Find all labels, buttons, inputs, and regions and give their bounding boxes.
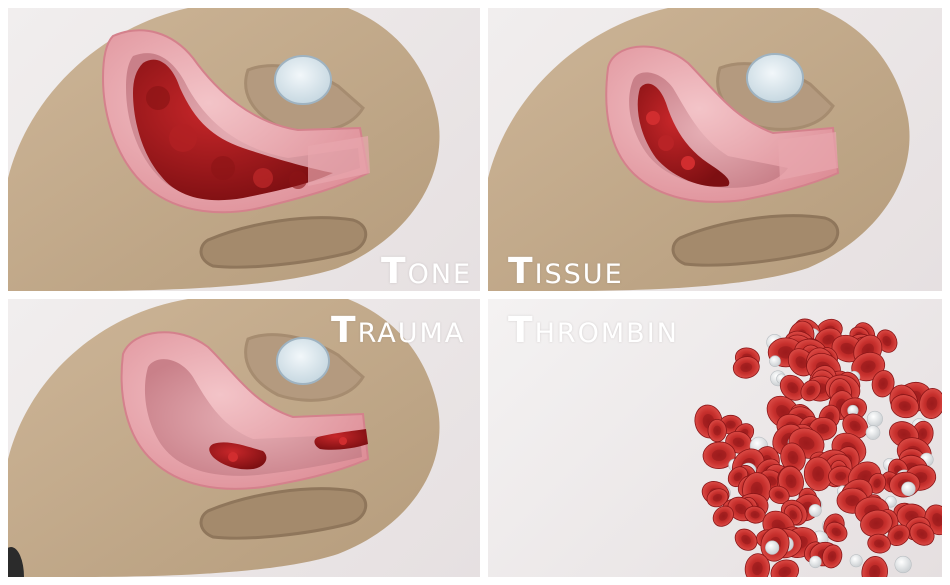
platelet (809, 504, 821, 516)
platelet (765, 541, 779, 555)
platelet (895, 556, 912, 573)
platelet (770, 356, 781, 367)
red-blood-cell (860, 555, 889, 577)
panel-tissue: TISSUE (488, 8, 942, 291)
platelet (867, 411, 882, 426)
label-trauma: TRAUMA (331, 313, 465, 349)
label-tissue: TISSUE (508, 254, 624, 290)
red-blood-cell (708, 419, 727, 442)
label-thrombin: THROMBIN (508, 313, 679, 349)
platelet (850, 555, 862, 567)
tone-anatomy-illustration (8, 8, 480, 291)
platelet (902, 482, 916, 496)
panel-trauma: TRAUMA (8, 299, 480, 577)
label-tone: TONE (381, 254, 472, 290)
panel-tone: TONE (8, 8, 480, 291)
platelet (810, 556, 822, 568)
platelet (866, 426, 880, 440)
red-blood-cell (731, 525, 762, 555)
tissue-anatomy-illustration (488, 8, 942, 291)
panel-thrombin: THROMBIN (488, 299, 942, 577)
